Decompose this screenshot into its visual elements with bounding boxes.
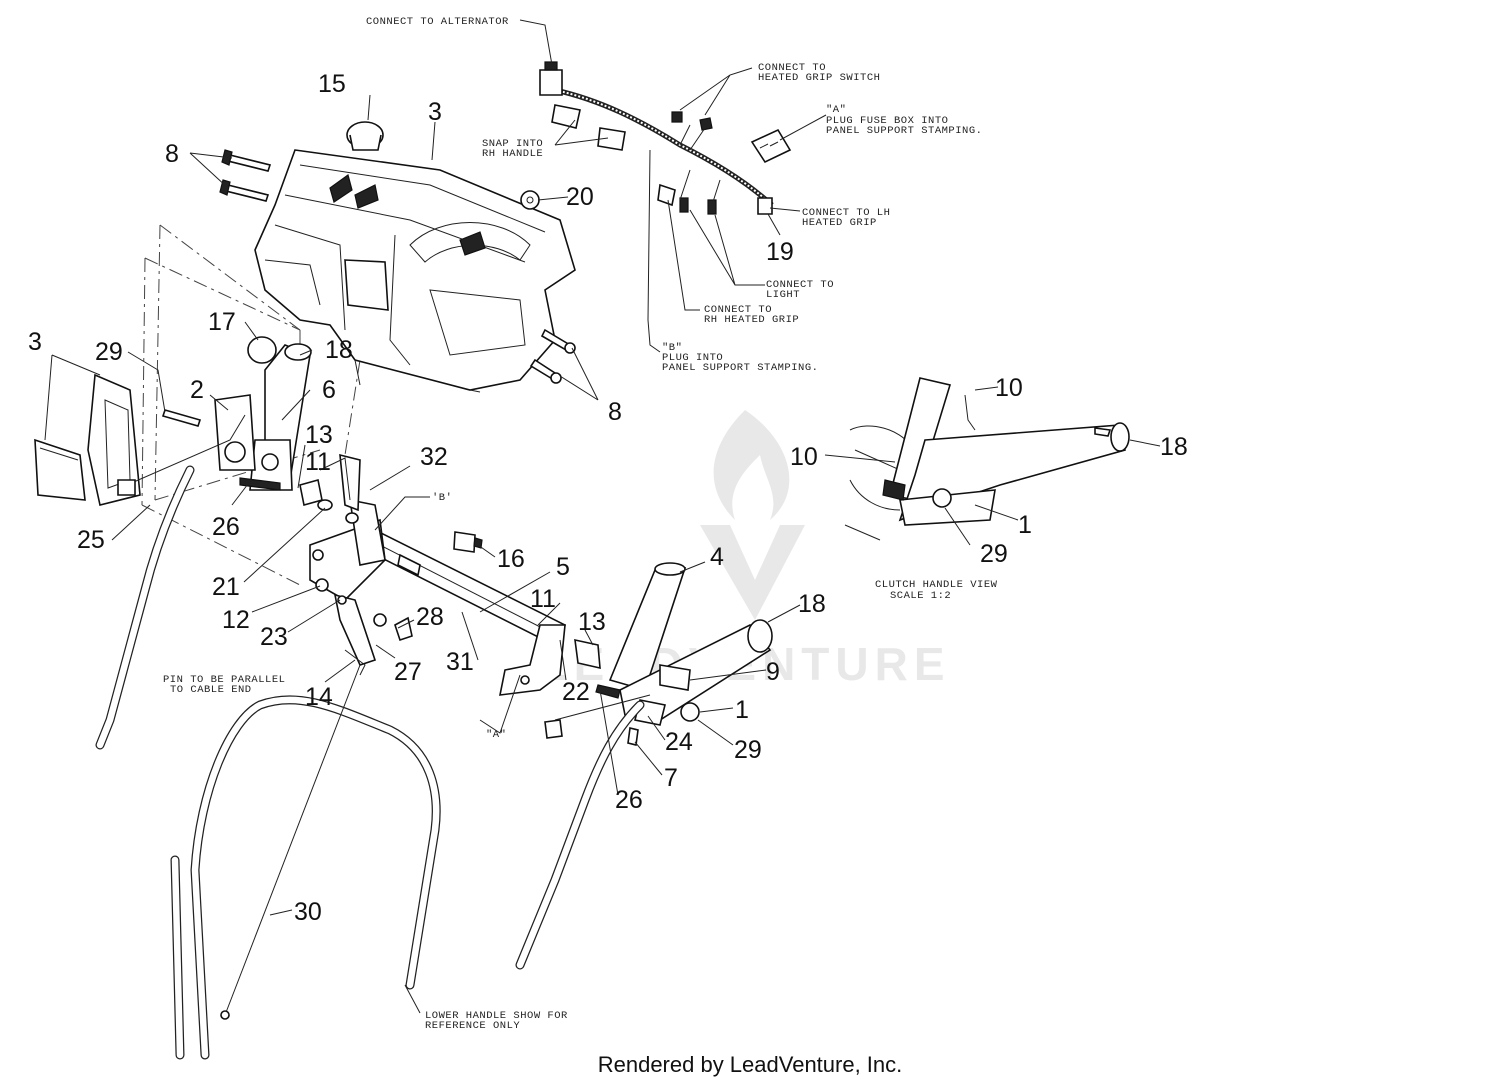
- callout-11-right: 11: [530, 585, 556, 613]
- bushing-left: [299, 478, 359, 524]
- note-clutch-1: CLUTCH HANDLE VIEW: [875, 579, 998, 591]
- callout-1-inset: 1: [1018, 511, 1032, 539]
- callout-16: 16: [497, 545, 525, 573]
- headlight-assembly: [34, 373, 141, 506]
- note-grip-switch-2: HEATED GRIP SWITCH: [758, 72, 880, 84]
- note-fuse-3: PANEL SUPPORT STAMPING.: [826, 125, 982, 137]
- note-clutch-2: SCALE 1:2: [890, 590, 951, 602]
- note-marker-b: 'B': [432, 492, 452, 504]
- callout-26-left: 26: [212, 513, 240, 541]
- note-lower-1: LOWER HANDLE SHOW FOR: [425, 1010, 568, 1022]
- callout-25: 25: [77, 526, 105, 554]
- callout-12: 12: [222, 606, 250, 634]
- clutch-handle-view: [844, 377, 1130, 541]
- note-light-1: CONNECT TO: [766, 279, 834, 291]
- callout-17: 17: [208, 308, 236, 336]
- callout-2: 2: [190, 376, 204, 404]
- left-handle-bracket: [117, 394, 256, 496]
- note-rh-grip-2: RH HEATED GRIP: [704, 314, 799, 326]
- callout-29-left: 29: [95, 338, 123, 366]
- note-fuse-1: "A": [826, 104, 846, 116]
- connector-16: [453, 531, 483, 553]
- wire-harness: [539, 61, 792, 321]
- callout-1-right: 1: [735, 696, 749, 724]
- callout-numbers: 15 3 8 20 19 17 3 29 18 2 6 8 13 11 32 2…: [28, 70, 1188, 926]
- note-lh-grip-1: CONNECT TO LH: [802, 207, 890, 219]
- callout-7: 7: [664, 764, 678, 792]
- callout-27: 27: [394, 658, 422, 686]
- note-alternator: CONNECT TO ALTERNATOR: [366, 16, 509, 28]
- callout-26-right: 26: [615, 786, 643, 814]
- note-pin-1: PIN TO BE PARALLEL: [163, 674, 285, 686]
- callout-8-upper: 8: [165, 140, 179, 168]
- callout-31: 31: [446, 648, 474, 676]
- right-upper-handle: [515, 700, 645, 970]
- note-plug-b-3: PANEL SUPPORT STAMPING.: [662, 362, 818, 374]
- lower-handle: [170, 695, 441, 1060]
- callout-21: 21: [212, 573, 240, 601]
- callout-4: 4: [710, 543, 724, 571]
- callout-30: 30: [294, 898, 322, 926]
- assembly-notes: CONNECT TO ALTERNATOR CONNECT TO HEATED …: [163, 16, 998, 1032]
- lever-link: [333, 593, 413, 676]
- callout-10-top: 10: [995, 374, 1023, 402]
- note-marker-a: "A": [486, 729, 506, 741]
- callout-11-left: 11: [305, 448, 331, 476]
- left-upper-handle: [95, 465, 195, 750]
- note-grip-switch-1: CONNECT TO: [758, 62, 826, 74]
- console-housing: [254, 149, 576, 393]
- callout-29-inset: 29: [980, 540, 1008, 568]
- bolts-right: [529, 328, 576, 384]
- note-lh-grip-2: HEATED GRIP: [802, 217, 877, 229]
- leader-lines: [44, 19, 1161, 1014]
- callout-18-left: 18: [325, 336, 353, 364]
- callout-9: 9: [766, 658, 780, 686]
- left-control-tube: [239, 336, 312, 491]
- note-light-2: LIGHT: [766, 289, 800, 301]
- callout-22: 22: [562, 678, 590, 706]
- callout-3-light: 3: [28, 328, 42, 356]
- control-cable: [220, 664, 361, 1020]
- callout-13-left: 13: [305, 421, 333, 449]
- callout-24: 24: [665, 728, 693, 756]
- callout-23: 23: [260, 623, 288, 651]
- note-pin-2: TO CABLE END: [170, 684, 252, 696]
- note-fuse-2: PLUG FUSE BOX INTO: [826, 115, 948, 127]
- callout-8-right: 8: [608, 398, 622, 426]
- callout-20: 20: [566, 183, 594, 211]
- callout-5: 5: [556, 553, 570, 581]
- callout-19: 19: [766, 238, 794, 266]
- panel-support: [309, 453, 566, 696]
- note-lower-2: REFERENCE ONLY: [425, 1020, 520, 1032]
- note-snap-1: SNAP INTO: [482, 138, 543, 150]
- callout-18-inset: 18: [1160, 433, 1188, 461]
- callout-14: 14: [305, 683, 333, 711]
- callout-28: 28: [416, 603, 444, 631]
- knob: [346, 121, 384, 151]
- callout-18-right: 18: [798, 590, 826, 618]
- callout-3-console: 3: [428, 98, 442, 126]
- note-rh-grip-1: CONNECT TO: [704, 304, 772, 316]
- callout-6: 6: [322, 376, 336, 404]
- callout-15: 15: [318, 70, 346, 98]
- callout-32: 32: [420, 443, 448, 471]
- footer-credit: Rendered by LeadVenture, Inc.: [597, 1052, 903, 1077]
- note-plug-b-2: PLUG INTO: [662, 352, 723, 364]
- callout-10-left: 10: [790, 443, 818, 471]
- note-snap-2: RH HANDLE: [482, 148, 543, 160]
- note-plug-b-1: "B": [662, 342, 682, 354]
- callout-13-right: 13: [578, 608, 606, 636]
- grommet-clip: [520, 190, 540, 210]
- right-control-tube: [544, 562, 773, 746]
- callout-29-right: 29: [734, 736, 762, 764]
- bolts-upper: [219, 149, 272, 202]
